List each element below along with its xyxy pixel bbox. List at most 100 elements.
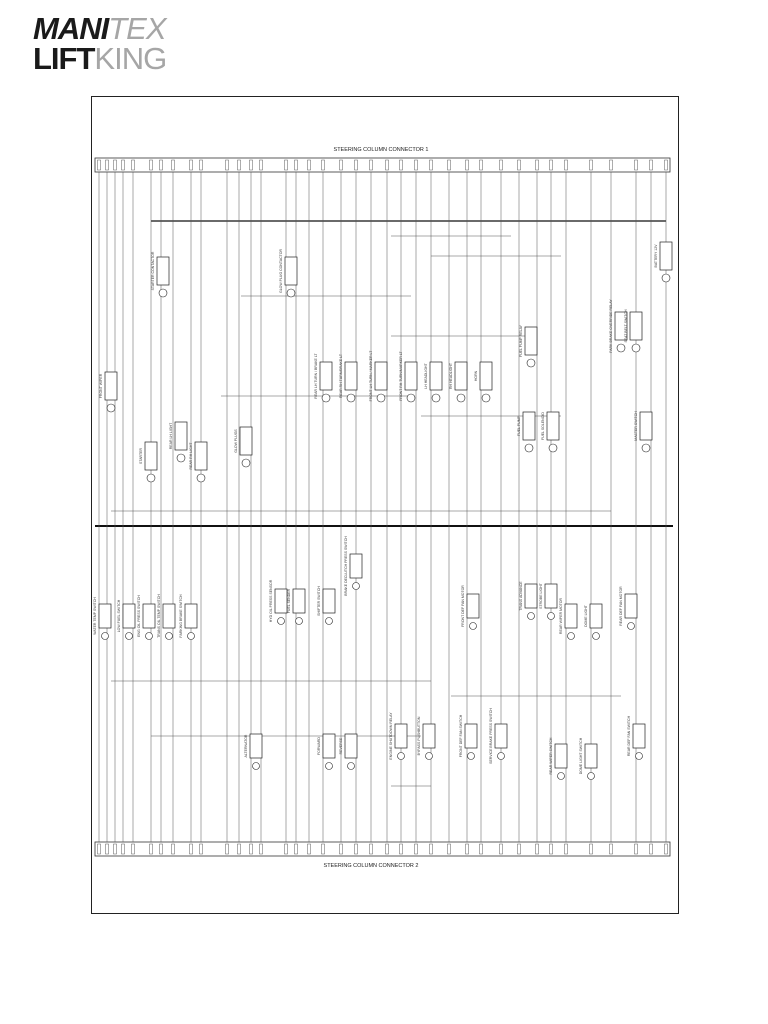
lower-component-label: TRANS OIL TEMP SWITCH [157, 594, 161, 638]
terminal-bottom [237, 843, 241, 855]
lower-component-box [624, 593, 638, 619]
terminal-top [354, 159, 358, 171]
terminal-bottom [549, 843, 553, 855]
upper-component-box [344, 361, 358, 391]
terminal-top [225, 159, 229, 171]
terminal-top [369, 159, 373, 171]
lower-component-box [632, 723, 646, 749]
terminal-top [307, 159, 311, 171]
logo-text-tex: TEX [108, 11, 166, 46]
upper-component-label: GLOW PLUGS [234, 429, 238, 453]
lower-component-label: ALTERNATOR [244, 734, 248, 757]
terminal-bottom [249, 843, 253, 855]
upper-component-label: PARK BRAKE OVERRIDE RELAY [609, 299, 613, 353]
upper-component-marker [146, 473, 156, 483]
terminal-top [249, 159, 253, 171]
terminal-bottom [465, 843, 469, 855]
lower-component-marker [592, 632, 600, 640]
terminal-bottom [339, 843, 343, 855]
lower-component-label: ENGINE SHUTDOWN RELAY [389, 712, 393, 760]
terminal-top [385, 159, 389, 171]
upper-component-box [374, 361, 388, 391]
lower-component-marker [295, 617, 303, 625]
terminal-bottom [105, 843, 109, 855]
terminal-bottom [447, 843, 451, 855]
upper-component-label: REAR RH LIGHT [189, 442, 193, 470]
upper-component-label: RH HEADLIGHT [449, 362, 453, 389]
brand-logo: MANITEX LIFTKING [33, 11, 167, 76]
upper-component-label: BATTERY 12V [654, 244, 658, 268]
terminal-bottom [307, 843, 311, 855]
lower-component-marker [557, 772, 565, 780]
lower-component-box [322, 588, 336, 614]
upper-component-marker [548, 443, 558, 453]
upper-component-marker [241, 458, 251, 468]
upper-component-box [454, 361, 468, 391]
lower-component-box [322, 733, 336, 759]
lower-component-marker [187, 632, 195, 640]
lower-component-label: WATER TEMP SWITCH [93, 597, 97, 635]
connector-2-strip [94, 841, 671, 857]
lower-component-box [554, 743, 568, 769]
lower-component-box [524, 583, 538, 609]
terminal-top [294, 159, 298, 171]
terminal-top [131, 159, 135, 171]
terminal-bottom [564, 843, 568, 855]
lower-component-marker [325, 762, 333, 770]
terminal-bottom [97, 843, 101, 855]
lower-component-marker [352, 582, 360, 590]
lower-component-label: SHIFTER SWITCH [317, 586, 321, 616]
terminal-top [199, 159, 203, 171]
terminal-bottom [589, 843, 593, 855]
lower-component-label: LOW FUEL SWITCH [117, 599, 121, 632]
upper-component-marker [524, 443, 534, 453]
lower-component-marker [635, 752, 643, 760]
upper-component-label: FUEL PUMP [517, 415, 521, 436]
upper-component-marker [616, 343, 626, 353]
upper-component-box [522, 411, 536, 441]
lower-component-box [584, 743, 598, 769]
terminal-bottom [369, 843, 373, 855]
terminal-top [321, 159, 325, 171]
upper-component-label: REAR LH TURN / BRAKE LT [314, 352, 318, 398]
lower-component-marker [587, 772, 595, 780]
upper-component-marker [431, 393, 441, 403]
terminal-top [589, 159, 593, 171]
terminal-bottom [479, 843, 483, 855]
upper-component-box [659, 241, 673, 271]
terminal-top [447, 159, 451, 171]
terminal-bottom [609, 843, 613, 855]
terminal-bottom [284, 843, 288, 855]
lower-component-marker [627, 622, 635, 630]
terminal-bottom [131, 843, 135, 855]
logo-text-king: KING [94, 41, 167, 76]
upper-component-box [429, 361, 443, 391]
lower-component-label: REAR DEF FAN SWITCH [627, 715, 631, 756]
lower-component-box [344, 733, 358, 759]
terminal-top [259, 159, 263, 171]
lower-component-label: DOME LIGHT SWITCH [579, 737, 583, 774]
terminal-top [149, 159, 153, 171]
upper-component-box [144, 441, 158, 471]
lower-component-box [544, 583, 558, 609]
lower-component-marker [397, 752, 405, 760]
lower-component-box [394, 723, 408, 749]
terminal-top [549, 159, 553, 171]
lower-component-label: BYPASS PUSHBUTTON [417, 716, 421, 755]
terminal-top [105, 159, 109, 171]
lower-component-box [249, 733, 263, 759]
upper-component-marker [526, 358, 536, 368]
terminal-top [609, 159, 613, 171]
upper-component-label: HORN [474, 370, 478, 381]
upper-component-label: STARTER [139, 448, 143, 464]
lower-component-box [184, 603, 198, 629]
terminal-top [535, 159, 539, 171]
upper-component-label: FRONT LH TURN / MARKER LT [369, 350, 373, 402]
terminal-top [159, 159, 163, 171]
terminal-top [414, 159, 418, 171]
upper-component-marker [158, 288, 168, 298]
diagram-frame [91, 96, 679, 914]
terminal-bottom [121, 843, 125, 855]
terminal-top [649, 159, 653, 171]
